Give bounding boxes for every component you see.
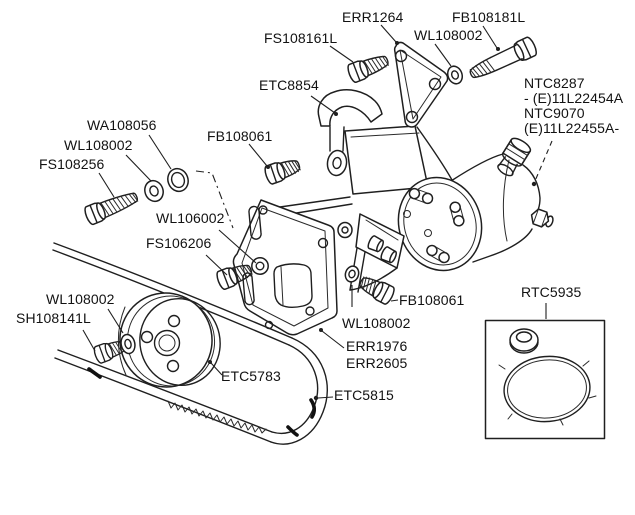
part-label-err2605: ERR2605 bbox=[346, 355, 408, 371]
part-label-ntc8287-range: - (E)11L22454A bbox=[524, 90, 624, 106]
drive-belt-drawing bbox=[52, 242, 328, 445]
belt-mark bbox=[87, 367, 102, 379]
part-label-ntc9070-range: (E)11L22455A- bbox=[524, 120, 620, 136]
o-ring-drawing bbox=[498, 355, 597, 426]
belt-mark bbox=[286, 425, 299, 437]
part-label-wl108002-lower: WL108002 bbox=[342, 315, 411, 331]
part-label-fb108061-lower: FB108061 bbox=[399, 292, 465, 308]
washer-wl108002-top-drawing bbox=[446, 65, 464, 85]
washer-wl108002-pulley-drawing bbox=[120, 333, 136, 355]
mounting-plate-drawing bbox=[232, 199, 338, 336]
leader-lines bbox=[82, 24, 553, 401]
washer-wl106002-drawing bbox=[251, 257, 269, 275]
pump-face-lugs bbox=[403, 187, 465, 264]
bolt-fb108061-upper-drawing bbox=[262, 155, 303, 186]
reservoir-cap-drawing bbox=[497, 137, 532, 177]
part-label-sh108141l: SH108141L bbox=[16, 310, 91, 326]
washer-wa108056-drawing bbox=[167, 167, 189, 193]
pulley-drawing bbox=[117, 292, 221, 388]
part-label-wa108056: WA108056 bbox=[87, 117, 157, 133]
part-label-fs108256: FS108256 bbox=[39, 156, 105, 172]
bolt-fs108161l-drawing bbox=[345, 50, 392, 85]
seal-kit-box bbox=[484, 319, 606, 440]
power-steering-pump-drawing bbox=[265, 89, 554, 293]
pump-bracket-arm bbox=[317, 89, 383, 127]
part-label-err1264: ERR1264 bbox=[342, 9, 404, 25]
triangular-bracket-drawing bbox=[393, 41, 449, 128]
part-label-fs108161l: FS108161L bbox=[264, 30, 338, 46]
outlet-plug-drawing bbox=[530, 208, 554, 228]
part-label-wl106002: WL106002 bbox=[156, 210, 225, 226]
part-label-rtc5935: RTC5935 bbox=[521, 284, 582, 300]
part-label-etc5815: ETC5815 bbox=[334, 387, 394, 403]
belt-mark bbox=[309, 398, 316, 419]
part-label-wl108002-pulley: WL108002 bbox=[46, 291, 115, 307]
part-label-wl108002-top: WL108002 bbox=[414, 27, 483, 43]
part-label-wl108002-left: WL108002 bbox=[64, 137, 133, 153]
bolt-fb108061-lower-drawing bbox=[356, 272, 397, 307]
part-label-ntc8287: NTC8287 bbox=[524, 75, 585, 91]
washer-wl108002-lower-drawing bbox=[344, 265, 360, 283]
part-label-fb108181l: FB108181L bbox=[452, 9, 526, 25]
part-label-ntc9070: NTC9070 bbox=[524, 105, 585, 121]
part-label-etc8854: ETC8854 bbox=[259, 77, 319, 93]
part-label-err1976: ERR1976 bbox=[346, 338, 408, 354]
part-label-fs106206: FS106206 bbox=[146, 235, 212, 251]
belt-teeth bbox=[167, 400, 267, 434]
part-label-fb108061-upper: FB108061 bbox=[207, 128, 273, 144]
part-label-etc5783: ETC5783 bbox=[221, 368, 281, 384]
seal-drawing bbox=[509, 328, 539, 354]
washer-wl108002-left-drawing bbox=[144, 179, 164, 203]
